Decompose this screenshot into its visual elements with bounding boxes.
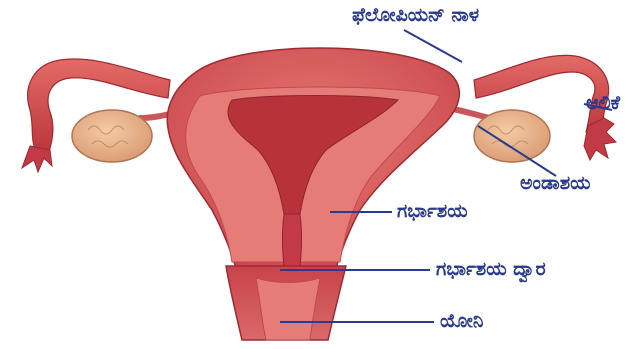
vaginal-canal: [256, 278, 320, 340]
left-ovary: [72, 110, 152, 162]
cervical-canal: [283, 214, 302, 266]
label-uterus: ಗರ್ಭಾಶಯ: [397, 202, 468, 221]
label-vagina: ಯೋನಿ: [440, 312, 483, 331]
label-cervix: ಗರ್ಭಾಶಯ ದ್ವಾರ: [436, 260, 546, 279]
right-ovary: [474, 110, 550, 162]
label-fimbriae: ಆಲಿಕೆ: [586, 94, 620, 113]
left-fimbriae: [22, 146, 52, 172]
label-ovary: ಅಂಡಾಶಯ: [520, 174, 591, 193]
label-fallopian-tube: ಫೆಲೋಪಿಯನ್ ನಾಳ: [352, 6, 479, 25]
